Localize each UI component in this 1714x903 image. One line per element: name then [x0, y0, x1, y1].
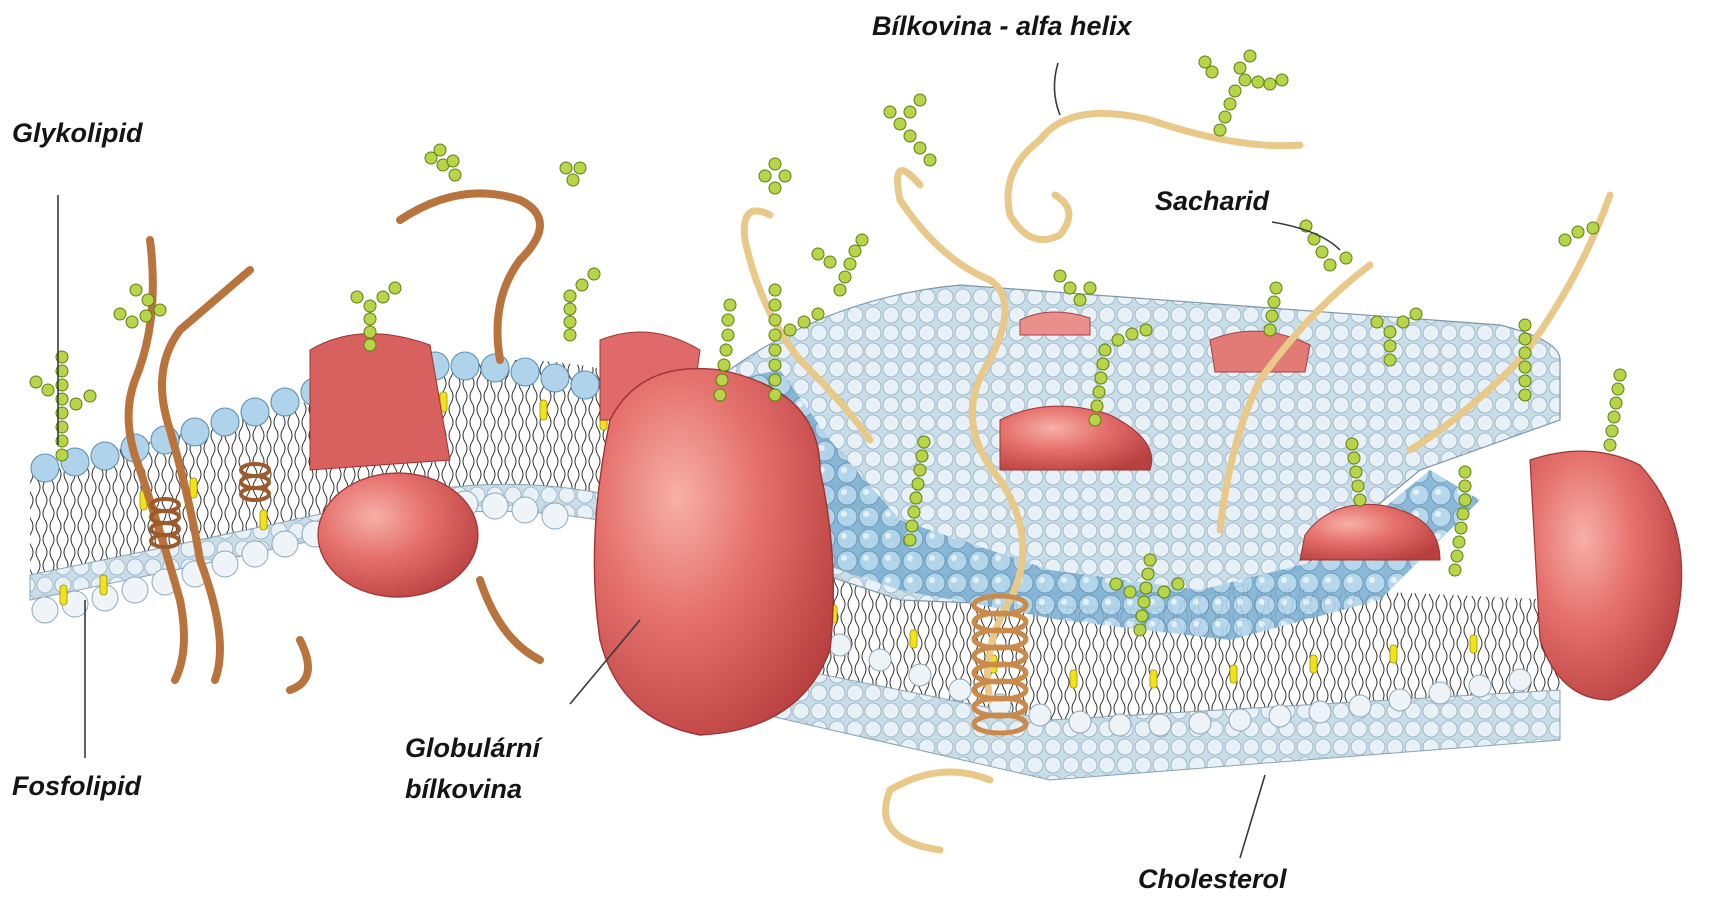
label-phospholipid: Fosfolipid [12, 770, 141, 802]
label-cholesterol: Cholesterol [1138, 863, 1287, 895]
label-glycolipid: Glykolipid [12, 117, 143, 149]
label-globular-protein-line1: Globulární [405, 732, 540, 764]
label-globular-protein-line2: bílkovina [405, 773, 522, 805]
label-saccharide: Sacharid [1155, 185, 1269, 217]
label-alpha-helix-protein: Bílkovina - alfa helix [872, 10, 1132, 42]
